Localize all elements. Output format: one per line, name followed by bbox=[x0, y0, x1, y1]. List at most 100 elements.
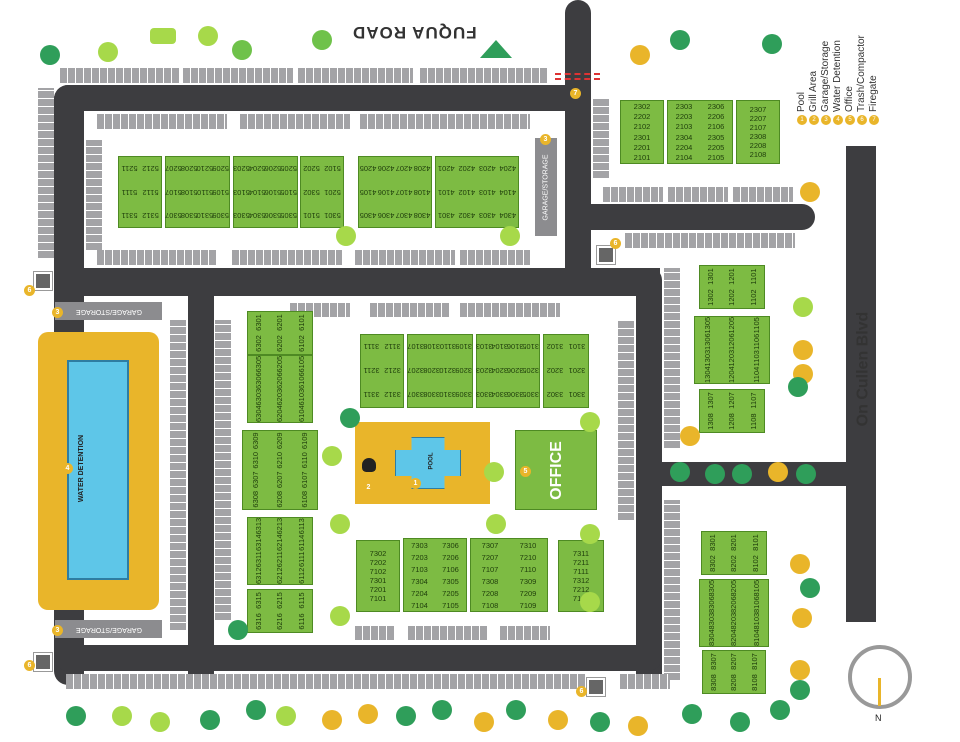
tree-icon bbox=[480, 40, 512, 58]
marker-firegate: 7 bbox=[570, 88, 581, 99]
unit-label: 3203 bbox=[475, 366, 493, 376]
unit-label: 1103 bbox=[752, 350, 762, 367]
parking-east-lower-2 bbox=[620, 674, 670, 689]
parking-3000-north-2 bbox=[370, 303, 450, 317]
legend-marker: 7 bbox=[868, 115, 879, 125]
tree-icon bbox=[506, 700, 526, 720]
unit-label: 6211 bbox=[275, 551, 285, 568]
unit-label: 2305 bbox=[707, 132, 725, 142]
tree-icon bbox=[680, 426, 700, 446]
unit-label: 5310 bbox=[196, 210, 214, 220]
unit-label: 6208 bbox=[275, 490, 285, 508]
parking-2000-south-3 bbox=[733, 187, 793, 202]
unit-label: 4202 bbox=[458, 164, 476, 174]
unit-label: 7101 bbox=[369, 594, 387, 603]
building-7300-a: 7302 7202 7102 7301 7201 7101 bbox=[356, 540, 400, 612]
unit-label: 3310 bbox=[439, 390, 456, 400]
unit-label: 1206 bbox=[727, 333, 737, 350]
marker-grill: 2 bbox=[363, 482, 374, 493]
unit-label: 6110 bbox=[300, 452, 310, 469]
unit-label: 5106 bbox=[264, 187, 282, 197]
unit-label: 5203 bbox=[233, 164, 250, 174]
unit-label: 6207 bbox=[275, 471, 285, 489]
tree-icon bbox=[66, 706, 86, 726]
unit-label: 1205 bbox=[727, 316, 737, 334]
tree-icon bbox=[580, 592, 600, 612]
tree-icon bbox=[474, 712, 494, 732]
tree-icon bbox=[276, 706, 296, 726]
unit-label: 7104 bbox=[411, 600, 428, 610]
parking-north-top-4 bbox=[420, 68, 548, 83]
unit-label: 3303 bbox=[475, 390, 493, 400]
tree-icon bbox=[200, 710, 220, 730]
unit-label: 5206 bbox=[264, 164, 282, 174]
unit-label: 7109 bbox=[519, 600, 537, 610]
parking-central-east bbox=[215, 320, 231, 620]
unit-label: 4105 bbox=[359, 187, 377, 197]
unit-label: 6214 bbox=[275, 534, 285, 551]
unit-label: 4104 bbox=[499, 187, 517, 197]
unit-label: 4101 bbox=[437, 187, 455, 197]
unit-label: 5307 bbox=[165, 210, 182, 220]
tree-icon bbox=[500, 226, 520, 246]
unit-label: 6107 bbox=[300, 471, 310, 489]
unit-label: 7102 bbox=[369, 567, 387, 576]
marker-garage: 3 bbox=[52, 625, 63, 636]
unit-label: 1106 bbox=[752, 333, 762, 350]
unit-label: 3308 bbox=[423, 390, 440, 400]
unit-label: 4102 bbox=[458, 187, 476, 197]
parking-north-south-2 bbox=[232, 250, 342, 265]
unit-label: 1105 bbox=[752, 317, 762, 334]
tree-icon bbox=[396, 706, 416, 726]
unit-label: 5309 bbox=[212, 210, 229, 220]
unit-label: 7201 bbox=[369, 585, 387, 594]
unit-label: 3304 bbox=[491, 390, 508, 400]
tree-icon bbox=[312, 30, 332, 50]
unit-label: 2108 bbox=[749, 150, 767, 159]
unit-label: 8207 bbox=[729, 653, 739, 670]
parking-north-top-2 bbox=[183, 68, 293, 83]
unit-label: 7304 bbox=[411, 576, 428, 586]
unit-label: 7308 bbox=[481, 576, 499, 586]
unit-label: 1308 bbox=[706, 413, 716, 430]
parking-access-east bbox=[593, 98, 609, 178]
unit-label: 4108 bbox=[413, 187, 431, 197]
unit-label: 5108 bbox=[180, 187, 198, 197]
compass-needle bbox=[878, 678, 881, 706]
marker-pool: 1 bbox=[410, 478, 421, 489]
unit-label: 8307 bbox=[708, 653, 718, 670]
unit-label: 7312 bbox=[572, 576, 590, 585]
unit-label: 6310 bbox=[250, 451, 260, 469]
parking-2000-south bbox=[603, 187, 663, 202]
unit-label: 7210 bbox=[519, 552, 537, 562]
unit-label: 3103 bbox=[475, 342, 493, 352]
parking-south-inner bbox=[355, 626, 395, 640]
unit-label: 6308 bbox=[250, 490, 260, 508]
unit-label: 3110 bbox=[439, 342, 456, 352]
unit-label: 7204 bbox=[411, 588, 428, 598]
unit-label: 3205 bbox=[522, 366, 539, 376]
unit-label: 6205 bbox=[275, 355, 285, 373]
unit-label: 7302 bbox=[369, 549, 387, 558]
tree-icon bbox=[793, 297, 813, 317]
unit-label: 2102 bbox=[633, 122, 651, 132]
unit-label: 5103 bbox=[233, 187, 250, 197]
unit-label: 6102 bbox=[296, 335, 306, 352]
unit-label: 8203 bbox=[729, 612, 739, 630]
unit-label: 2103 bbox=[675, 122, 693, 132]
parking-north-top-3 bbox=[298, 68, 413, 83]
tree-icon bbox=[330, 514, 350, 534]
unit-label: 6315 bbox=[254, 592, 264, 609]
unit-label: 3105 bbox=[522, 342, 539, 352]
tree-icon bbox=[628, 716, 648, 736]
